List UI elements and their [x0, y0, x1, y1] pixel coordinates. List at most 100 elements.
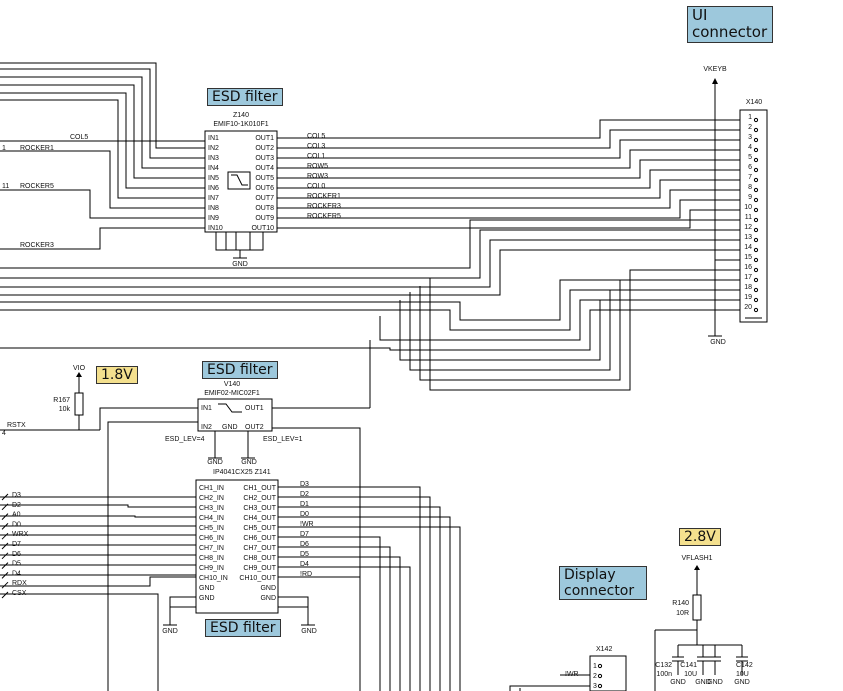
z141-pin-ch5_in: CH5_IN	[199, 525, 224, 532]
z141-pin-ch3_in: CH3_IN	[199, 505, 224, 512]
z141-left-net-d0: D0	[12, 521, 21, 528]
z140-net-rocker1: ROCKER1	[307, 193, 341, 200]
bus-entry	[1, 542, 9, 550]
z140-pin-in10: IN10	[208, 225, 223, 232]
z141-pin-ch6_in: CH6_IN	[199, 535, 224, 542]
net-label-rocker5-num: 11	[2, 183, 9, 190]
x140-pin-3: 3	[748, 134, 752, 141]
bus-entry	[1, 513, 9, 520]
z141-pin-ch2_out: CH2_OUT	[243, 495, 276, 502]
x140-pin-10: 10	[744, 204, 752, 211]
rstx-num: 4	[2, 430, 6, 437]
z141-left-net-csx: CSX	[12, 590, 27, 597]
z140-pin-out7: OUT7	[255, 195, 274, 202]
z141-net-d3: D3	[300, 481, 309, 488]
r167-resistor: VIO R167 10k RSTX 4	[2, 365, 86, 437]
z141-left-net-d2: D2	[12, 502, 21, 509]
z140-pin-in1: IN1	[208, 135, 219, 142]
x140-pin-8: 8	[748, 184, 752, 191]
z140-pin-out3: OUT3	[255, 155, 274, 162]
v140-pin-gnd: GND	[222, 424, 238, 431]
z141-net-d7: D7	[300, 531, 309, 538]
rstx-label: RSTX	[7, 422, 26, 429]
x140-pin-18: 18	[744, 284, 752, 291]
r140-ref: R140	[672, 600, 689, 607]
vflash1-label: VFLASH1	[681, 555, 712, 562]
z140-pin-in6: IN6	[208, 185, 219, 192]
z140-net-col3: COL3	[307, 143, 325, 150]
z140-ref: Z140	[233, 112, 249, 119]
net-label-rocker3: ROCKER3	[20, 242, 54, 249]
display-connector-callout: Display connector	[559, 566, 647, 601]
z140-part: EMIF10-1K010F1	[213, 121, 268, 128]
z140-pin-out4: OUT4	[255, 165, 274, 172]
z140-net-rocker3: ROCKER3	[307, 203, 341, 210]
x140-pin-contact	[753, 207, 759, 213]
z140-net-col1: COL1	[307, 153, 325, 160]
z140-pin-in7: IN7	[208, 195, 219, 202]
cap-gnd-label: GND	[734, 679, 750, 686]
r167-value: 10k	[59, 406, 71, 413]
z140-pin-out8: OUT8	[255, 205, 274, 212]
z141-left-net-d7: D7	[12, 541, 21, 548]
z140-pin-out9: OUT9	[255, 215, 274, 222]
cap-value: 100n	[656, 671, 672, 678]
x140-pin-2: 2	[748, 124, 752, 131]
x140-pin-contact	[753, 137, 759, 143]
r167-ref: R167	[53, 397, 70, 404]
x140-pin-12: 12	[744, 224, 752, 231]
z140-pin-in4: IN4	[208, 165, 219, 172]
cap-ref: C132	[655, 662, 672, 669]
z140-pin-out6: OUT6	[255, 185, 274, 192]
x140-pin-contact	[753, 217, 759, 223]
bus-entry	[1, 503, 9, 511]
z141-net-d4: D4	[300, 561, 309, 568]
cap-ref: C142	[736, 662, 753, 669]
z140-net-row5: ROW5	[307, 163, 328, 170]
net-label-rocker1: ROCKER1	[20, 145, 54, 152]
ui-connector-callout: UI connector	[687, 6, 773, 43]
x140-pin-contact	[753, 307, 759, 313]
z140-pin-in3: IN3	[208, 155, 219, 162]
v140-pin-out2: OUT2	[245, 424, 264, 431]
z141-pin-ch6_out: CH6_OUT	[243, 535, 276, 542]
x140-pin-contact	[753, 197, 759, 203]
x140-pin-6: 6	[748, 164, 752, 171]
ui-connector-line1: UI	[692, 6, 708, 24]
z140-net-col5: COL5	[307, 133, 325, 140]
bus-entry	[1, 493, 9, 501]
z141-pin-ch3_out: CH3_OUT	[243, 505, 276, 512]
esd-filter-mid-callout: ESD filter	[202, 361, 278, 380]
z140-pin-out10: OUT10	[251, 225, 274, 232]
v140-gnd-right: GND	[241, 459, 257, 466]
z141-pin-ch1_in: CH1_IN	[199, 485, 224, 492]
voltage-1v8-callout: 1.8V	[96, 366, 138, 385]
x142-pin-contact	[597, 673, 603, 679]
wires	[0, 62, 748, 691]
z141-left-net-d5: D5	[12, 561, 21, 568]
x140-pin-16: 16	[744, 264, 752, 271]
x140-pin-contact	[753, 187, 759, 193]
z141-net-d5: D5	[300, 551, 309, 558]
v140-esd-filter-ic: V140 EMIF02-MIC02F1 IN1 OUT1 IN2 GND OUT…	[165, 381, 303, 466]
bus-entry	[1, 532, 9, 540]
x140-pin-1: 1	[748, 114, 752, 121]
z140-pin-in5: IN5	[208, 175, 219, 182]
x140-pin-14: 14	[744, 244, 752, 251]
x140-pin-contact	[753, 127, 759, 133]
x140-pin-4: 4	[748, 144, 752, 151]
net-label-rocker1-num: 1	[2, 145, 6, 152]
v140-ref: V140	[224, 381, 240, 388]
x140-ref: X140	[746, 99, 762, 106]
esd-lev-left: ESD_LEV=4	[165, 436, 205, 443]
v140-pin-in1: IN1	[201, 405, 212, 412]
z141-net-nrd: !RD	[300, 571, 312, 578]
x140-pin-contact	[753, 277, 759, 283]
z141-esd-filter-ic: IP4041CX25 Z141 CH1_INCH2_INCH3_INCH4_IN…	[1, 469, 317, 635]
r140-value: 10R	[676, 610, 689, 617]
x140-pin-11: 11	[745, 214, 752, 221]
x140-ui-connector: X140 VKEYB GND 1234567891011121314151617…	[703, 66, 768, 346]
z140-pin-in8: IN8	[208, 205, 219, 212]
